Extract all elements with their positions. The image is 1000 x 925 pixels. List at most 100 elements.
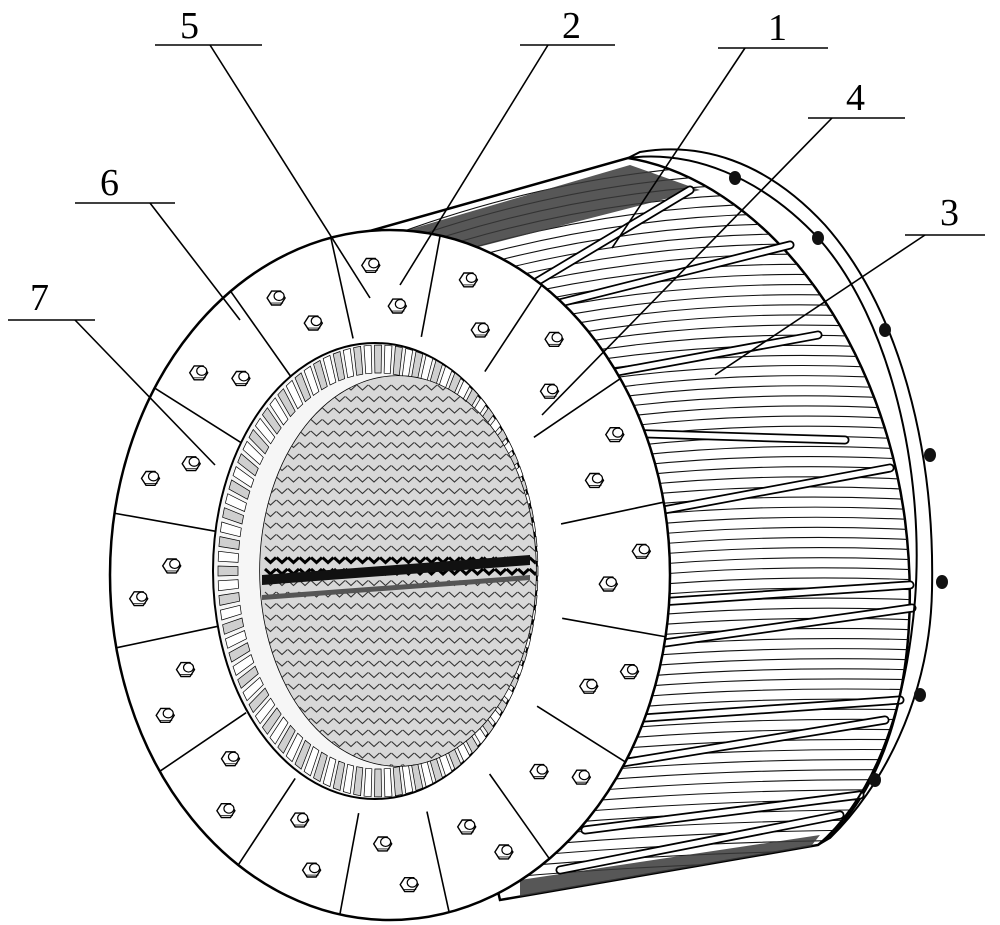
winding-tooth	[242, 676, 264, 702]
winding-tooth	[285, 732, 304, 763]
winding-tooth	[220, 604, 242, 621]
winding-tooth	[237, 665, 259, 689]
winding-tooth	[261, 407, 282, 435]
callout-2: 2	[562, 5, 581, 47]
hex-nut-bolt	[140, 470, 161, 486]
stator-winding-ends	[212, 342, 539, 800]
winding-tooth	[224, 630, 247, 649]
winding-tooth	[303, 746, 320, 777]
winding-tooth	[248, 687, 270, 714]
flange-seam	[237, 777, 296, 866]
winding-tooth	[217, 565, 239, 577]
hex-nut-bolt	[544, 331, 564, 347]
hex-nut-bolt	[399, 877, 420, 893]
winding-tooth	[294, 372, 312, 403]
winding-tooth	[237, 453, 259, 477]
hex-nut-bolt	[529, 763, 549, 780]
flange-bolts	[128, 257, 652, 893]
rear-bolt	[914, 688, 926, 702]
winding-tooth	[342, 763, 355, 795]
hex-nut-bolt	[181, 456, 202, 472]
winding-tooth	[261, 707, 282, 735]
flange-seam	[154, 387, 244, 445]
winding-tooth	[294, 739, 312, 770]
callout-7: 7	[30, 277, 49, 319]
winding-tooth	[222, 617, 244, 635]
flange-seam	[562, 617, 666, 638]
rear-bolt	[936, 575, 948, 589]
winding-tooth	[269, 397, 289, 426]
flange-seam	[488, 773, 550, 860]
rear-bolt	[729, 171, 741, 185]
hex-nut-bolt	[372, 836, 393, 852]
flange-seam	[560, 501, 664, 525]
winding-tooth	[383, 344, 393, 375]
hex-nut-bolt	[289, 812, 310, 828]
rear-bolt	[879, 323, 891, 337]
hex-nut-bolt	[175, 661, 196, 678]
winding-tooth	[353, 345, 364, 376]
hex-nut-bolt	[458, 272, 479, 288]
winding-tooth	[332, 351, 346, 382]
hex-nut-bolt	[266, 290, 286, 306]
hex-nut-bolt	[231, 370, 251, 387]
winding-tooth	[313, 751, 328, 783]
winding-tooth	[322, 354, 337, 386]
winding-tooth	[224, 493, 247, 512]
winding-tooth	[228, 479, 251, 500]
winding-tooth	[332, 760, 346, 791]
winding-tooth	[277, 388, 296, 418]
winding-tooth	[392, 766, 403, 797]
hex-nut-bolt	[604, 427, 625, 443]
hex-nut-bolt	[598, 576, 619, 592]
winding-tooth	[322, 756, 337, 788]
flange-seam	[159, 712, 247, 772]
winding-tooth	[277, 724, 296, 754]
hex-nut-bolt	[494, 844, 514, 860]
winding-tooth	[254, 697, 276, 725]
flange-seam	[114, 512, 218, 533]
hex-nut-bolt	[128, 591, 149, 607]
hex-nut-bolt	[188, 365, 209, 381]
winding-tooth	[242, 440, 264, 466]
flange-seam	[339, 812, 360, 915]
hex-nut-bolt	[539, 383, 560, 399]
flange-seam	[330, 237, 354, 339]
rear-bolts	[729, 171, 948, 787]
flange-seam	[426, 811, 450, 913]
winding-tooth	[363, 767, 373, 798]
winding-tooth	[374, 344, 382, 374]
winding-tooth	[383, 767, 393, 798]
flange-seam	[420, 235, 441, 338]
hex-nut-bolt	[470, 322, 491, 338]
hex-nut-bolt	[387, 298, 408, 314]
callout-5: 5	[180, 5, 199, 47]
callout-4: 4	[846, 77, 865, 119]
hex-nut-bolt	[619, 664, 640, 680]
winding-tooth	[392, 345, 403, 376]
hex-nut-bolt	[456, 819, 477, 835]
winding-tooth	[222, 507, 244, 525]
callout-1: 1	[768, 7, 787, 49]
hex-nut-bolt	[571, 769, 592, 785]
winding-tooth	[363, 344, 373, 375]
hex-nut-bolt	[155, 707, 176, 723]
flange-seam	[533, 378, 621, 438]
callout-3: 3	[940, 192, 959, 234]
winding-tooth	[218, 536, 240, 550]
hex-nut-bolt	[578, 678, 599, 694]
winding-tooth	[228, 642, 251, 663]
winding-tooth	[217, 550, 239, 563]
winding-tooth	[232, 466, 255, 488]
rear-bolt	[924, 448, 936, 462]
flange-seam	[484, 284, 543, 373]
hex-nut-bolt	[303, 315, 324, 331]
flange-segment-seams	[114, 235, 666, 915]
winding-tooth	[374, 768, 382, 798]
flange-seam	[230, 290, 292, 377]
winding-tooth	[353, 766, 364, 797]
hex-nut-bolt	[216, 803, 236, 819]
winding-tooth	[220, 521, 242, 538]
winding-tooth	[248, 428, 270, 455]
